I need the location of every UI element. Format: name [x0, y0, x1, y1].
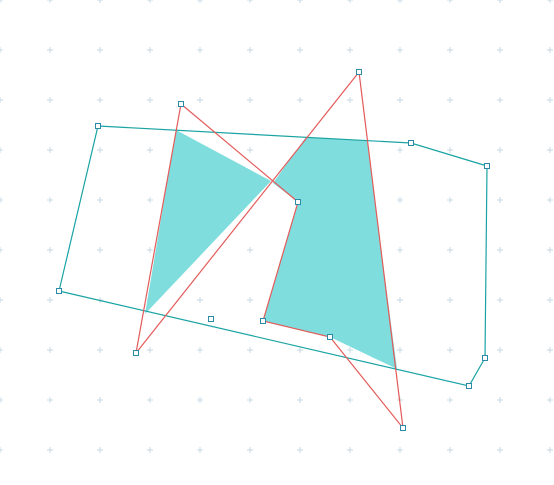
- vertex-handles[interactable]: [56, 69, 490, 431]
- polygon-b-vertex-handle[interactable]: [400, 425, 406, 431]
- polygon-a-vertex-handle[interactable]: [56, 288, 62, 294]
- intersection-region: [145, 130, 271, 314]
- polygon-a-vertex-handle[interactable]: [466, 383, 472, 389]
- intersection-region: [263, 137, 397, 369]
- intersection-fill: [145, 130, 397, 369]
- polygon-b-vertex-handle[interactable]: [260, 318, 266, 324]
- free-point-handle[interactable]: [208, 316, 214, 322]
- polygon-b-vertex-handle[interactable]: [295, 199, 301, 205]
- polygon-a-vertex-handle[interactable]: [408, 140, 414, 146]
- polygon-a-outline[interactable]: [58, 125, 488, 387]
- polygon-b-vertex-handle[interactable]: [133, 350, 139, 356]
- polygon-b-vertex-handle[interactable]: [178, 101, 184, 107]
- polygon-b-vertex-handle[interactable]: [356, 69, 362, 75]
- polygon-b-outline[interactable]: [135, 70, 404, 431]
- polygon-a-vertex-handle[interactable]: [95, 123, 101, 129]
- polygon-a-vertex-handle[interactable]: [482, 355, 488, 361]
- polygon-a-vertex-handle[interactable]: [484, 163, 490, 169]
- polygon-b-vertex-handle[interactable]: [327, 334, 333, 340]
